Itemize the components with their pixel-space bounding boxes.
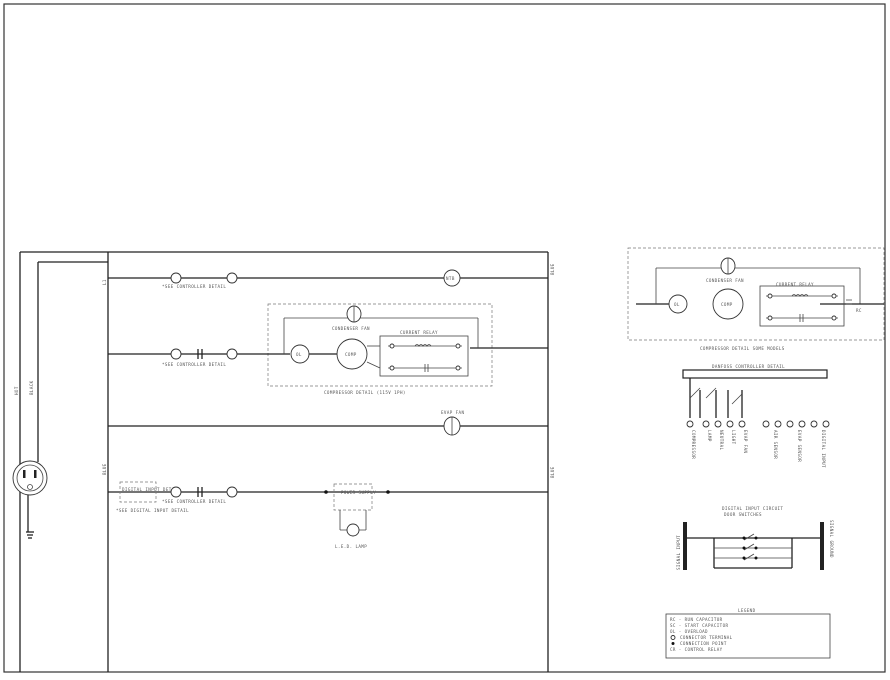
terminal-1 [170, 272, 182, 284]
run-capacitor-icon [846, 299, 852, 305]
comp-r-label: COMP [721, 302, 733, 307]
power-plug-icon [12, 460, 48, 496]
controller-terminals [686, 420, 830, 428]
overload-r-icon [668, 294, 688, 314]
compressor-detail-some-label: COMPRESSOR DETAIL SOME MODELS [700, 346, 785, 351]
label-hot-wire: HOT [14, 386, 19, 395]
legend-sc: SC - START CAPACITOR [670, 623, 729, 628]
ntb-thermostat-icon [443, 269, 461, 287]
page-border [3, 3, 886, 673]
terminal-2 [226, 272, 238, 284]
digital-input-circuit: DIGITAL INPUT CIRCUIT DOOR SWITCHES SIGN… [676, 506, 834, 570]
dic-subtitle: DOOR SWITCHES [724, 512, 762, 517]
legend-title: LEGEND [738, 608, 756, 613]
compressor-detail-box [267, 303, 493, 387]
ctrl-light-label: LIGHT [731, 430, 736, 445]
current-relay-label: CURRENT RELAY [400, 330, 438, 335]
compressor-icon [336, 338, 368, 370]
controller-detail-label-3: *SEE CONTROLLER DETAIL [162, 499, 226, 504]
ctrl-air-sensor-label: AIR SENSOR [773, 430, 778, 459]
ctrl-digital-input-label: DIGITAL INPUT [821, 430, 826, 468]
comp-label: COMP [345, 352, 357, 357]
ntb-label: NTB [446, 276, 455, 281]
controller-detail-title: DANFOSS CONTROLLER DETAIL [712, 364, 785, 369]
evap-fan-label: EVAP FAN [441, 410, 464, 415]
legend-box [665, 613, 831, 659]
danfoss-controller-detail: DANFOSS CONTROLLER DETAIL COMPRESSOR LAM… [682, 364, 830, 468]
signal-input-bar [683, 522, 687, 570]
label-l1-mid: BLUE [102, 463, 107, 475]
legend-rc: RC - RUN CAPACITOR [670, 617, 723, 622]
legend: LEGEND RC - RUN CAPACITOR SC - START CAP… [665, 608, 831, 659]
compressor-r-icon [712, 288, 744, 320]
main-schematic: HOT BLACK L1 BLUE BLUE BLUE *SEE CONTROL… [12, 251, 555, 672]
compressor-detail-label: COMPRESSOR DETAIL (115V 1PH) [324, 390, 406, 395]
condenser-fan-r-label: CONDENSER FAN [706, 278, 744, 283]
ol-r-label: OL [674, 302, 680, 307]
label-l2-top: BLUE [550, 263, 555, 275]
digital-input-box [119, 481, 157, 503]
label-l2-mid: BLUE [550, 466, 555, 478]
compressor-detail-some-models: COMPRESSOR DETAIL SOME MODELS CONDENSER … [627, 247, 885, 351]
legend-cp: CONNECTION POINT [680, 641, 727, 646]
compressor-detail-some-box [627, 247, 885, 341]
digital-input-label: DIGITAL INPUT DETAIL [122, 487, 181, 492]
controller-detail-label-2: *SEE CONTROLLER DETAIL [162, 362, 226, 367]
ctrl-compressor-label: COMPRESSOR [691, 430, 696, 459]
rc-label: RC [856, 308, 862, 313]
label-l1-top: L1 [102, 279, 107, 285]
dic-right-label: SIGNAL GROUND [829, 520, 834, 558]
legend-cr: CR - CONTROL RELAY [670, 647, 723, 652]
controller-detail-label-1: *SEE CONTROLLER DETAIL [162, 284, 226, 289]
led-lamp-icon [346, 523, 360, 537]
ol-label: OL [296, 352, 302, 357]
legend-ol: OL - OVERLOAD [670, 629, 708, 634]
current-relay-r-box [759, 285, 845, 327]
legend-ct: CONNECTOR TERMINAL [680, 635, 733, 640]
ctrl-neutral-label: NEUTRAL [719, 430, 724, 451]
legend-connector-terminal-icon [670, 635, 676, 640]
label-black-wire: BLACK [29, 380, 34, 395]
digital-input-note: *SEE DIGITAL INPUT DETAIL [116, 508, 189, 513]
ctrl-evap-fan-label: EVAP FAN [743, 430, 748, 453]
dic-left-label: SIGNAL INPUT [676, 535, 681, 570]
condenser-fan-label: CONDENSER FAN [332, 326, 370, 331]
current-relay-box [379, 335, 469, 377]
signal-ground-bar [820, 522, 824, 570]
led-lamp-label: L.E.D. LAMP [335, 544, 367, 549]
ctrl-lamp-label: LAMP [707, 430, 712, 442]
legend-connection-point-icon [671, 642, 675, 645]
overload-icon [290, 344, 310, 364]
dic-title: DIGITAL INPUT CIRCUIT [722, 506, 783, 511]
power-supply-label: POWER SUPPLY [341, 490, 376, 495]
current-relay-r-label: CURRENT RELAY [776, 282, 814, 287]
power-supply-box [333, 483, 373, 511]
ctrl-evap-sensor-label: EVAP SENSOR [797, 430, 802, 462]
controller-bar [682, 369, 828, 379]
